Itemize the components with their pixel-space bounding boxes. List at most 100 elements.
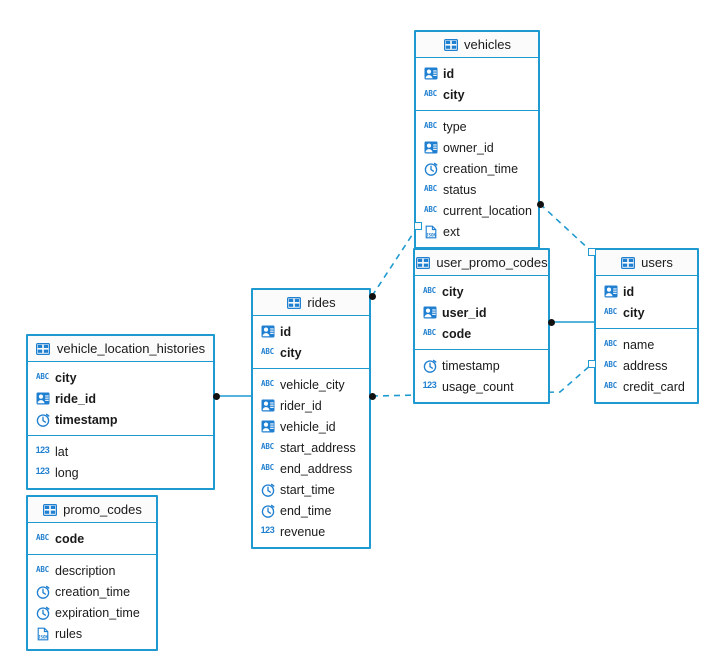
table-grid-icon [36,341,51,356]
column-row-vehicle_city[interactable]: ABC vehicle_city [253,374,369,395]
column-row-owner_id[interactable]: owner_id [416,137,538,158]
column-row-id[interactable]: id [596,281,697,302]
column-row-creation_time[interactable]: creation_time [28,581,156,602]
column-name: start_address [280,440,356,455]
entity-table-header-rides[interactable]: rides [253,290,369,316]
column-name: timestamp [442,358,500,373]
column-name: lat [55,444,69,459]
json-document-icon: JSON [35,626,50,641]
column-name: city [443,87,465,102]
entity-table-header-vehicles[interactable]: vehicles [416,32,538,58]
column-row-city[interactable]: ABC city [28,367,213,388]
column-name: end_address [280,461,353,476]
column-name: name [623,337,655,352]
column-name: city [55,370,77,385]
clock-icon [35,412,50,427]
id-badge-icon [260,324,275,339]
id-badge-icon [423,140,438,155]
column-row-name[interactable]: ABC name [596,334,697,355]
column-row-end_time[interactable]: end_time [253,500,369,521]
entity-table-header-users[interactable]: users [596,250,697,276]
abc-string-icon: ABC [423,285,436,295]
clock-icon [260,503,275,518]
entity-table-title: users [641,255,673,270]
column-name: type [443,119,467,134]
clock-icon [35,605,50,620]
column-row-expiration_time[interactable]: expiration_time [28,602,156,623]
column-row-end_address[interactable]: ABC end_address [253,458,369,479]
column-row-ride_id[interactable]: ride_id [28,388,213,409]
column-row-id[interactable]: id [253,321,369,342]
column-name: long [55,465,79,480]
column-row-rider_id[interactable]: rider_id [253,395,369,416]
clock-icon [422,358,437,373]
id-badge-icon [422,305,437,320]
column-name: code [55,531,85,546]
abc-string-icon: ABC [261,346,274,356]
entity-table-header-user_promo_codes[interactable]: user_promo_codes [415,250,548,276]
column-row-city[interactable]: ABC city [416,84,538,105]
column-row-timestamp[interactable]: timestamp [415,355,548,376]
column-name: timestamp [55,412,118,427]
relationship-edge-vehicles-to-users [539,203,593,253]
column-name: usage_count [442,379,514,394]
id-badge-icon [260,419,275,434]
abc-string-icon: ABC [604,338,617,348]
column-row-user_id[interactable]: user_id [415,302,548,323]
entity-table-title: vehicle_location_histories [56,341,206,356]
abc-string-icon: ABC [424,120,437,130]
entity-table-header-promo_codes[interactable]: promo_codes [28,497,156,523]
123-number-icon: 123 [260,525,275,535]
column-row-creation_time[interactable]: creation_time [416,158,538,179]
column-name: vehicle_city [280,377,345,392]
column-row-id[interactable]: id [416,63,538,84]
abc-string-icon: ABC [604,380,617,390]
abc-string-icon: ABC [261,378,274,388]
column-row-start_time[interactable]: start_time [253,479,369,500]
primary-key-section: ABC city ride_id timestamp [28,362,213,436]
column-row-type[interactable]: ABC type [416,116,538,137]
column-row-timestamp[interactable]: timestamp [28,409,213,430]
abc-string-icon: ABC [424,88,437,98]
abc-string-icon: ABC [36,371,49,381]
svg-text:JSON: JSON [37,634,48,639]
id-badge-icon [260,398,275,413]
column-name: description [55,563,116,578]
entity-table-header-vehicle_location_histories[interactable]: vehicle_location_histories [28,336,213,362]
column-row-vehicle_id[interactable]: vehicle_id [253,416,369,437]
column-name: creation_time [55,584,131,599]
entity-table-title: user_promo_codes [436,255,548,270]
abc-string-icon: ABC [604,359,617,369]
relationship-edge-rides-to-vehicles [371,225,419,297]
abc-string-icon: ABC [261,462,274,472]
